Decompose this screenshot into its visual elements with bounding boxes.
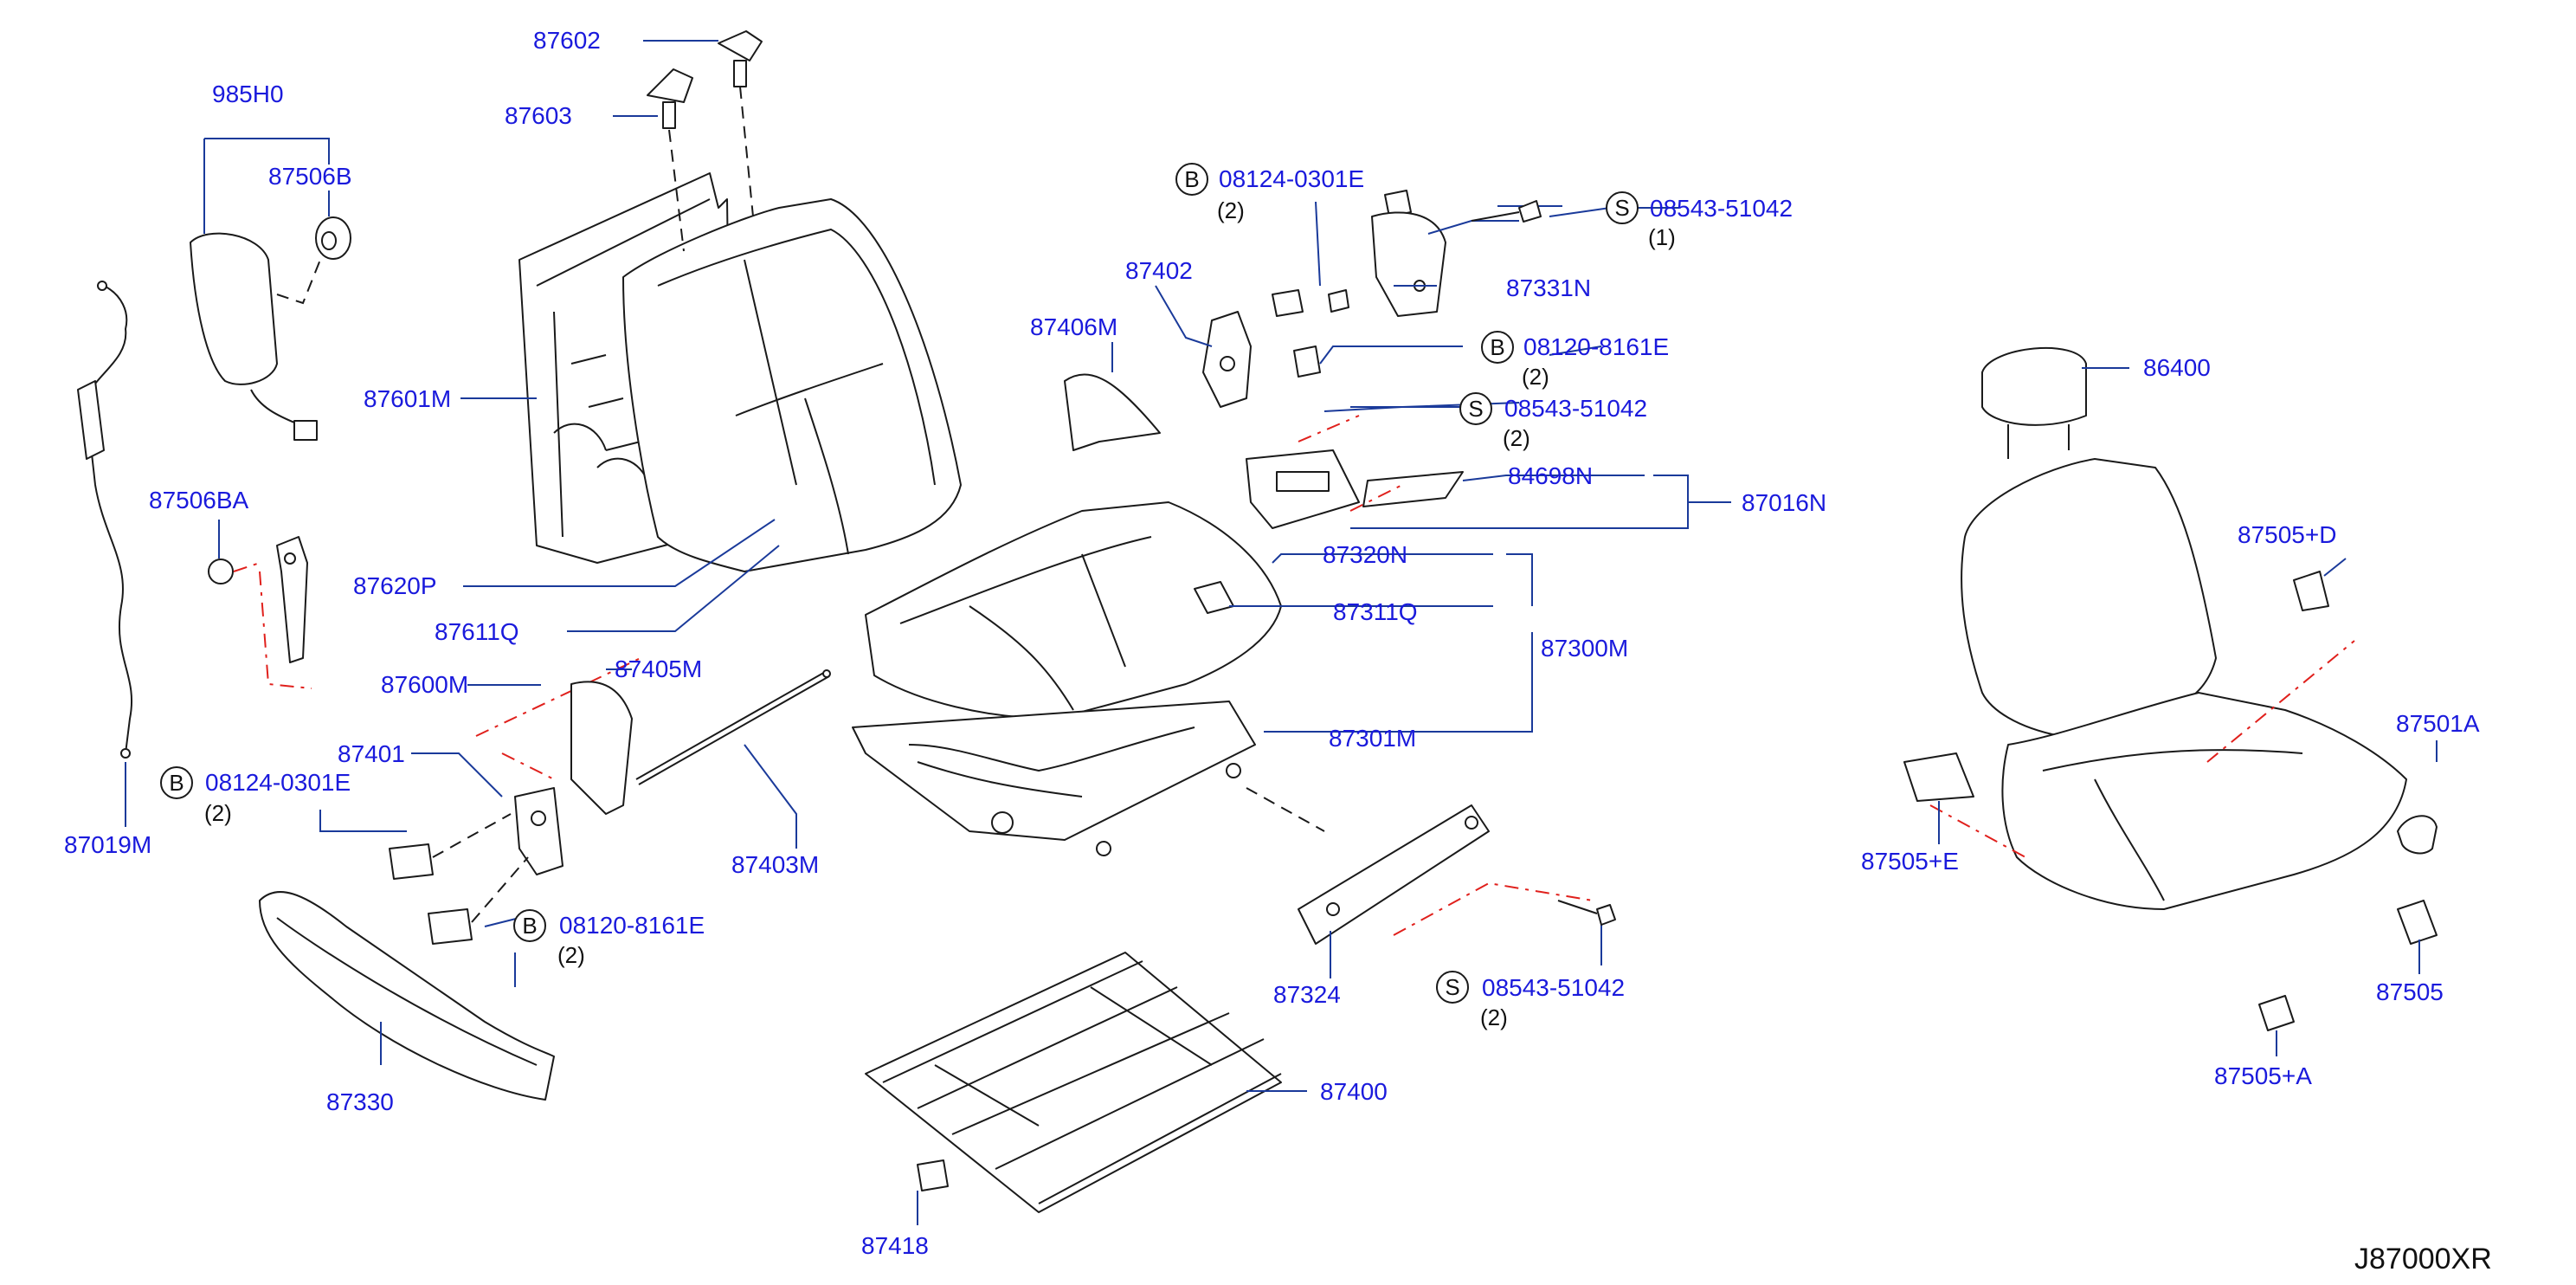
seat-slide-rail-illustration: [865, 952, 1282, 1213]
label-87506BA[interactable]: 87506BA: [149, 487, 249, 513]
label-87505E[interactable]: 87505+E: [1861, 848, 1959, 875]
label-87418[interactable]: 87418: [861, 1232, 929, 1259]
label-87601M[interactable]: 87601M: [364, 385, 451, 412]
label-87324[interactable]: 87324: [1273, 981, 1341, 1008]
label-87406M[interactable]: 87406M: [1030, 313, 1117, 340]
recliner-bracket-illustration: [389, 657, 641, 945]
label-87620P[interactable]: 87620P: [353, 572, 437, 599]
bolt-symbol-icon: [513, 909, 546, 942]
bolt-symbol-icon: [1175, 163, 1208, 196]
fastener-code-3[interactable]: 08120-8161E: [1523, 333, 1669, 360]
label-87501A[interactable]: 87501A: [2396, 710, 2480, 737]
label-87320N[interactable]: 87320N: [1323, 541, 1407, 568]
fastener-code-6[interactable]: 08120-8161E: [559, 912, 705, 939]
label-87505[interactable]: 87505: [2376, 978, 2444, 1005]
bolt-letter: B: [522, 913, 537, 939]
part-labels: 87602 87603 985H0 87506B 87601M 87506BA …: [64, 27, 2480, 1259]
bolt-symbol-icon: [160, 766, 193, 799]
complete-seat-illustration: [1903, 346, 2438, 1031]
fastener-qty-3: (2): [1522, 364, 1549, 390]
recliner-mechanism-illustration: [1202, 190, 1412, 408]
screw-symbol-icon: [1606, 191, 1639, 224]
bolt-symbol-icon: [1481, 331, 1514, 364]
seat-cushion-illustration: [865, 501, 1282, 720]
fastener-code-1[interactable]: 08124-0301E: [1219, 165, 1364, 192]
bolt-letter: B: [1184, 166, 1199, 192]
side-shield-upper-illustration: [1371, 211, 1446, 317]
label-84698N[interactable]: 84698N: [1508, 462, 1593, 489]
switch-unit-illustration: [1246, 415, 1464, 529]
label-87016N[interactable]: 87016N: [1742, 489, 1826, 516]
fastener-glyphs: [1328, 200, 1616, 926]
fastener-qty-7: (2): [1480, 1004, 1508, 1030]
fastener-qty-4: (2): [1503, 425, 1530, 451]
fastener-qty-6: (2): [557, 942, 585, 968]
fastener-code-5[interactable]: 08124-0301E: [205, 769, 351, 796]
label-87331N[interactable]: 87331N: [1506, 274, 1591, 301]
bolt-letter: B: [1490, 334, 1504, 360]
label-87301M[interactable]: 87301M: [1329, 725, 1416, 752]
screw-letter: S: [1468, 396, 1483, 422]
label-87405M[interactable]: 87405M: [615, 655, 702, 682]
side-airbag-illustration: [190, 216, 351, 441]
seat-cushion-frame-illustration: [852, 701, 1256, 856]
side-shield-small-illustration: [570, 681, 633, 815]
lower-finisher-illustration: [1246, 787, 1594, 945]
label-985H0[interactable]: 985H0: [212, 81, 284, 107]
fastener-code-2[interactable]: 08543-51042: [1650, 195, 1793, 222]
label-87603[interactable]: 87603: [505, 102, 572, 129]
fastener-code-7[interactable]: 08543-51042: [1482, 974, 1625, 1001]
screw-symbol-icon: [1436, 971, 1469, 1004]
fastener-code-4[interactable]: 08543-51042: [1504, 395, 1647, 422]
label-87403M[interactable]: 87403M: [731, 851, 819, 878]
screw-letter: S: [1614, 195, 1629, 221]
rod-illustration: [635, 669, 831, 785]
label-87505A[interactable]: 87505+A: [2214, 1062, 2312, 1089]
fastener-qty-1: (2): [1217, 197, 1245, 223]
fastener-callouts: B 08124-0301E (2) S 08543-51042 (1) B 08…: [160, 163, 1793, 1030]
label-87400[interactable]: 87400: [1320, 1078, 1388, 1105]
side-finisher-illustration: [259, 891, 555, 1101]
label-86400[interactable]: 86400: [2143, 354, 2211, 381]
shield-cover-illustration: [1064, 373, 1161, 451]
bolt-letter: B: [169, 770, 184, 796]
label-87611Q[interactable]: 87611Q: [435, 618, 519, 645]
label-87402[interactable]: 87402: [1125, 257, 1193, 284]
label-87505D[interactable]: 87505+D: [2238, 521, 2336, 548]
fastener-qty-5: (2): [204, 800, 232, 826]
harness-illustration: [77, 281, 133, 759]
label-87401[interactable]: 87401: [338, 740, 405, 767]
label-87330[interactable]: 87330: [326, 1088, 394, 1115]
fastener-qty-2: (1): [1648, 224, 1676, 250]
label-87311Q[interactable]: 87311Q: [1333, 598, 1418, 625]
label-87602[interactable]: 87602: [533, 27, 601, 54]
leader-lines: [125, 40, 2438, 1225]
label-87019M[interactable]: 87019M: [64, 831, 151, 858]
screw-letter: S: [1445, 974, 1459, 1000]
recliner-lever-illustration: [208, 536, 312, 689]
headrest-stays-illustration: [647, 30, 763, 252]
diagram-code: J87000XR: [2354, 1243, 2492, 1275]
seat-back-cushion-illustration: [622, 198, 962, 572]
label-87300M[interactable]: 87300M: [1541, 635, 1628, 662]
label-87506B[interactable]: 87506B: [268, 163, 352, 190]
label-87600M[interactable]: 87600M: [381, 671, 468, 698]
screw-symbol-icon: [1459, 392, 1492, 425]
